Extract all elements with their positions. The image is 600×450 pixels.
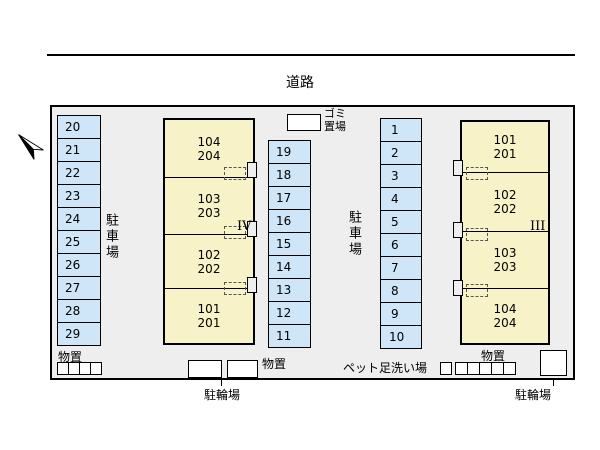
parking-space: 28 [58, 300, 100, 323]
unit-103-203: 103 203 [462, 232, 548, 289]
leader-line [553, 380, 554, 386]
parking-space: 16 [269, 210, 310, 233]
parking-column-middle: 19 18 17 16 15 14 13 12 11 [268, 140, 311, 348]
unit-number: 202 [493, 202, 517, 216]
north-arrow-icon [18, 134, 44, 160]
unit-number: 101 [197, 302, 221, 316]
storage-shed [90, 362, 102, 375]
unit-101-201: 101 201 [462, 122, 548, 173]
parking-space: 13 [269, 279, 310, 302]
unit-number: 203 [493, 260, 517, 274]
unit-number: 203 [197, 206, 221, 220]
unit-number: 103 [493, 246, 517, 260]
entrance-alcove [247, 221, 257, 237]
unit-102-202: 102 202 [462, 173, 548, 232]
parking-space: 11 [276, 329, 292, 343]
parking-space: 7 [381, 257, 421, 280]
parking-space: 8 [381, 280, 421, 303]
parking-space: 21 [58, 139, 100, 162]
storage-shed [503, 362, 516, 375]
parking-space: 3 [381, 165, 421, 188]
unit-103-203: 103 203 [165, 178, 253, 235]
parking-label-west: 駐車場 [103, 213, 118, 261]
parking-space: 10 [389, 330, 405, 344]
parking-space: 23 [58, 185, 100, 208]
parking-space: 6 [381, 234, 421, 257]
unit-number: 102 [197, 247, 221, 262]
parking-space: 1 [381, 119, 421, 142]
road-boundary-line [47, 54, 575, 56]
stairs-mark [466, 228, 488, 241]
stairs-mark [224, 167, 246, 180]
storage-label-middle: 物置 [262, 357, 287, 371]
bicycle-shed [227, 360, 258, 378]
parking-space: 27 [58, 277, 100, 300]
entrance-alcove [453, 222, 463, 238]
parking-space: 5 [381, 211, 421, 234]
unit-number: 104 [197, 134, 221, 149]
stairs-mark [224, 226, 246, 239]
unit-number: 201 [493, 147, 517, 161]
parking-space: 12 [269, 302, 310, 325]
parking-space: 2 [381, 142, 421, 165]
garbage-label: ゴミ 置場 [324, 107, 346, 133]
unit-number: 204 [493, 316, 517, 330]
storage-label-east: 物置 [481, 349, 506, 363]
parking-column-west: 20 21 22 23 24 25 26 27 28 29 [57, 115, 101, 346]
parking-space: 4 [381, 188, 421, 211]
parking-space: 15 [269, 233, 310, 256]
parking-space: 18 [269, 164, 310, 187]
pet-wash-basin [440, 362, 452, 375]
unit-102-202: 102 202 [165, 235, 253, 289]
parking-space: 19 [269, 141, 310, 164]
stairs-mark [466, 167, 488, 180]
stairs-mark [466, 284, 488, 297]
bicycle-shed [540, 350, 567, 376]
unit-101-201: 101 201 [165, 289, 253, 343]
road-label: 道路 [286, 75, 314, 91]
parking-space: 20 [58, 116, 100, 139]
unit-104-204: 104 204 [165, 120, 253, 178]
parking-space: 9 [381, 303, 421, 326]
bicycle-label-middle: 駐輪場 [204, 388, 241, 402]
unit-number: 204 [197, 148, 221, 163]
unit-number: 101 [493, 133, 517, 147]
bicycle-shed [188, 360, 222, 378]
parking-space: 26 [58, 254, 100, 277]
building-west-number: IV [237, 219, 252, 234]
unit-104-204: 104 204 [462, 289, 548, 343]
garbage-box [287, 114, 321, 131]
parking-space: 14 [269, 256, 310, 279]
parking-space: 29 [65, 327, 81, 341]
parking-space: 25 [58, 231, 100, 254]
unit-number: 201 [197, 316, 221, 330]
bicycle-label-east: 駐輪場 [515, 388, 552, 402]
parking-space: 17 [269, 187, 310, 210]
pet-wash-label: ペット足洗い場 [343, 361, 428, 375]
storage-sheds-east [455, 362, 516, 375]
parking-space: 22 [58, 162, 100, 185]
stairs-mark [224, 282, 246, 295]
parking-column-east: 1 2 3 4 5 6 7 8 9 10 [380, 118, 422, 349]
storage-sheds-west [57, 362, 102, 375]
building-west: 104 204 103 203 102 202 101 201 [163, 118, 255, 345]
unit-number: 104 [493, 302, 517, 316]
unit-number: 102 [493, 188, 517, 202]
parking-space: 24 [58, 208, 100, 231]
building-east-number: III [530, 219, 546, 234]
entrance-alcove [453, 280, 463, 296]
entrance-alcove [453, 160, 463, 176]
unit-number: 202 [197, 261, 221, 276]
entrance-alcove [247, 162, 257, 178]
building-east: 101 201 102 202 103 203 104 204 [460, 120, 550, 345]
leader-line [221, 380, 222, 386]
unit-number: 103 [197, 192, 221, 206]
entrance-alcove [247, 277, 257, 293]
storage-label-west: 物置 [58, 350, 83, 364]
parking-label-middle: 駐車場 [346, 210, 361, 258]
